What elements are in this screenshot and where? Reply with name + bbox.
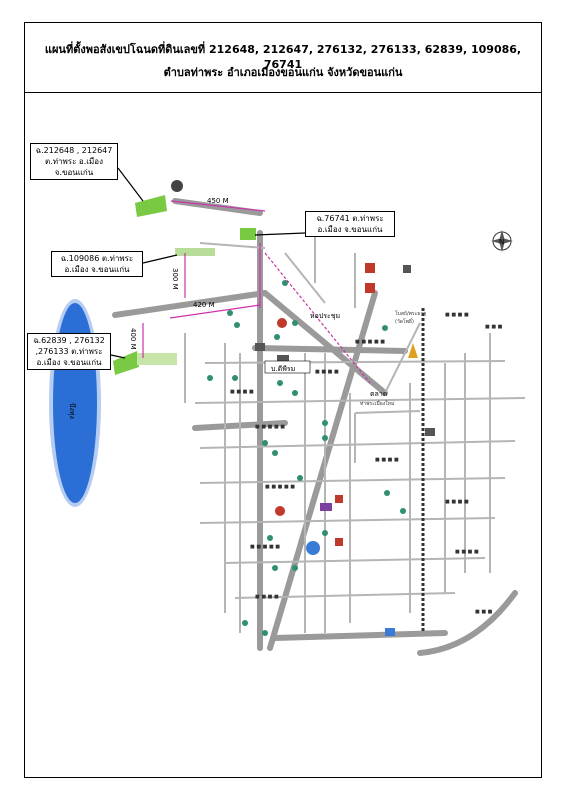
secondary-roads <box>184 233 526 633</box>
svg-text:■ ■ ■ ■: ■ ■ ■ ■ <box>230 389 254 395</box>
trees <box>207 280 406 636</box>
svg-text:■ ■ ■ ■: ■ ■ ■ ■ <box>445 312 469 318</box>
school-label: บ.ดีพีรม <box>271 365 295 373</box>
callout-109086: ฉ.109086 ต.ท่าพระอ.เมือง จ.ขอนแก่น <box>51 251 143 277</box>
svg-text:■ ■ ■: ■ ■ ■ <box>485 324 503 330</box>
parcel-212648 <box>135 195 167 217</box>
parcel-62839 <box>113 351 139 375</box>
svg-text:■ ■ ■: ■ ■ ■ <box>475 609 493 615</box>
parcels <box>113 195 256 375</box>
map-area: บึงทุ่ง <box>25 93 541 777</box>
map-svg: บึงทุ่ง <box>49 180 526 656</box>
school-box <box>264 360 311 374</box>
market-label-2: ท่าพระเมืองใหม่ <box>360 400 394 407</box>
callout-62839: ฉ.62839 , 276132,276133 ต.ท่าพระอ.เมือง … <box>27 333 111 370</box>
svg-text:■ ■ ■ ■: ■ ■ ■ ■ <box>455 549 479 555</box>
temple-label-2: (วัดโพธิ์) <box>395 317 414 325</box>
svg-text:■ ■ ■ ■: ■ ■ ■ ■ <box>445 499 469 505</box>
north-arrow-icon: N <box>491 230 513 252</box>
svg-text:■ ■ ■ ■: ■ ■ ■ ■ <box>375 457 399 463</box>
lake-label: บึงทุ่ง <box>68 403 77 419</box>
distance-450: 450 M <box>207 197 229 205</box>
map-title: แผนที่ตั้งพอสังเขปโฉนดที่ดินเลขที่ 21264… <box>44 43 522 71</box>
landmarks <box>171 180 435 636</box>
map-header: แผนที่ตั้งพอสังเขปโฉนดที่ดินเลขที่ 21264… <box>25 23 541 93</box>
distance-300: 300 M <box>171 268 179 290</box>
hall-label: หอประชุม <box>310 312 340 320</box>
distance-400: 400 M <box>129 328 137 350</box>
street-labels: ■ ■ ■ ■ ■ ■ ■ ■ ■ ■ ■ ■ ■ ■ ■ ■ ■ ■ ■ ■ … <box>230 312 503 615</box>
svg-text:■ ■ ■ ■: ■ ■ ■ ■ <box>255 594 279 600</box>
svg-text:■ ■ ■ ■ ■: ■ ■ ■ ■ ■ <box>255 424 285 430</box>
svg-text:N: N <box>499 238 504 246</box>
map-subtitle: ตำบลท่าพระ อำเภอเมืองขอนแก่น จังหวัดขอนแ… <box>163 66 403 79</box>
svg-text:■ ■ ■ ■ ■: ■ ■ ■ ■ ■ <box>355 339 385 345</box>
svg-text:■ ■ ■ ■ ■: ■ ■ ■ ■ ■ <box>265 484 295 490</box>
svg-text:■ ■ ■ ■: ■ ■ ■ ■ <box>315 369 339 375</box>
svg-text:■ ■ ■ ■ ■: ■ ■ ■ ■ ■ <box>250 544 280 550</box>
parcel-76741 <box>240 228 256 240</box>
distance-420: 420 M <box>193 301 215 309</box>
parcel-276132 <box>137 353 177 365</box>
callout-76741: ฉ.76741 ต.ท่าพระอ.เมือง จ.ขอนแก่น <box>305 211 395 237</box>
parcel-109086 <box>175 248 215 256</box>
market-label: ตลาด <box>370 390 387 398</box>
temple-label: โบสถ์/พระธาตุ <box>395 310 426 317</box>
map-frame: แผนที่ตั้งพอสังเขปโฉนดที่ดินเลขที่ 21264… <box>24 22 542 778</box>
distance-lines <box>142 200 371 384</box>
